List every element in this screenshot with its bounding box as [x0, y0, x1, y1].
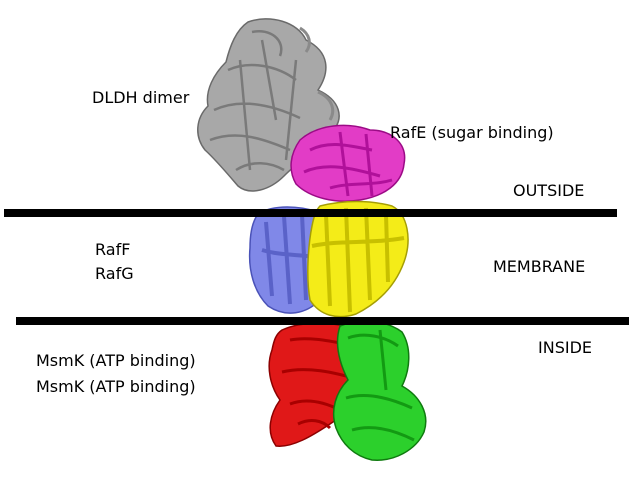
inner-membrane-line — [16, 317, 629, 325]
outside-label: OUTSIDE — [513, 181, 585, 200]
msmk-label-1: MsmK (ATP binding) — [36, 351, 196, 370]
membrane-label: MEMBRANE — [493, 257, 586, 276]
inside-label: INSIDE — [538, 338, 592, 357]
dldh-dimer-label: DLDH dimer — [92, 88, 190, 107]
rafe-structure — [290, 124, 406, 202]
msmk-label-2: MsmK (ATP binding) — [36, 377, 196, 396]
rafe-label: RafE (sugar binding) — [390, 123, 554, 142]
rafg-structure — [307, 200, 409, 318]
outer-membrane-line — [4, 209, 617, 217]
msmk-green-structure — [332, 320, 427, 461]
raff-label: RafF — [95, 240, 131, 259]
rafg-label: RafG — [95, 264, 134, 283]
